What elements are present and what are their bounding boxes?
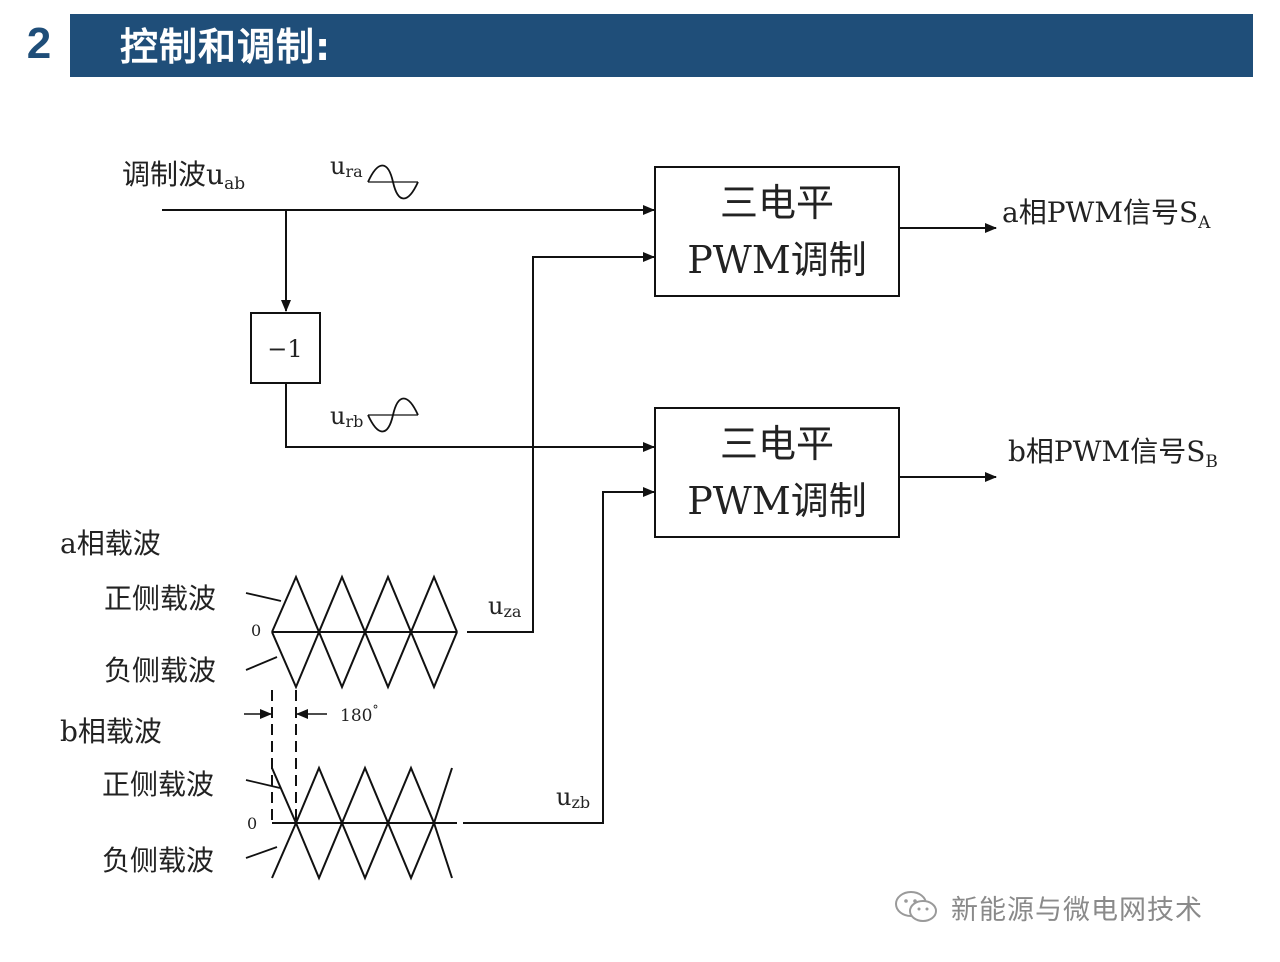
carrier-b-pointer-positive	[245, 779, 281, 789]
carrier-a-positive-wave	[271, 574, 458, 635]
carrier-a-negative-wave	[271, 629, 458, 690]
inverter-block	[250, 312, 321, 384]
ura-label: ura	[330, 152, 363, 181]
carrier-b-pointer-negative	[245, 846, 278, 859]
carrier-b-positive-label: 正侧载波	[102, 768, 214, 801]
watermark: 新能源与微电网技术	[893, 885, 1203, 929]
watermark-text: 新能源与微电网技术	[951, 894, 1203, 926]
carrier-a-pointer-positive	[245, 592, 282, 602]
carrier-a-zero-label: 0	[251, 621, 261, 640]
pwm-block-b-line2: PWM调制	[687, 479, 867, 523]
pwm-block-a-line2: PWM调制	[687, 238, 867, 282]
signal-line-uza	[467, 252, 655, 633]
wechat-icon	[895, 891, 937, 922]
signal-line-uzb	[463, 487, 655, 824]
signal-line-urb	[285, 383, 655, 452]
carrier-b-negative-label: 负侧载波	[102, 844, 214, 877]
page-title: 控制和调制:	[120, 25, 332, 69]
carrier-b-negative-wave	[271, 820, 453, 881]
pwm-block-a	[654, 166, 900, 297]
inverter-label: −1	[267, 335, 302, 363]
carrier-a-pointer-negative	[245, 656, 278, 671]
phase-shift-label: 180°	[340, 703, 378, 726]
section-number: 2	[26, 19, 52, 68]
carrier-a-title: a相载波	[60, 527, 161, 560]
carrier-b-zero-label: 0	[247, 814, 257, 833]
carrier-a-positive-label: 正侧载波	[104, 582, 216, 615]
urb-label: urb	[330, 402, 363, 431]
carrier-b-title: b相载波	[60, 715, 162, 748]
output-a-label: a相PWM信号SA	[1002, 196, 1211, 233]
pwm-block-a-line1: 三电平	[720, 181, 834, 225]
pwm-block-b-line1: 三电平	[720, 422, 834, 466]
carrier-a-negative-label: 负侧载波	[104, 654, 216, 687]
pwm-block-b	[654, 407, 900, 538]
modulation-wave-label: 调制波uab	[122, 158, 245, 194]
uza-label: uza	[488, 592, 522, 621]
output-b-label: b相PWM信号SB	[1008, 435, 1218, 472]
title-bar: 控制和调制:	[70, 14, 1253, 77]
carrier-b-positive-wave	[271, 765, 453, 826]
uzb-label: uzb	[556, 783, 590, 812]
